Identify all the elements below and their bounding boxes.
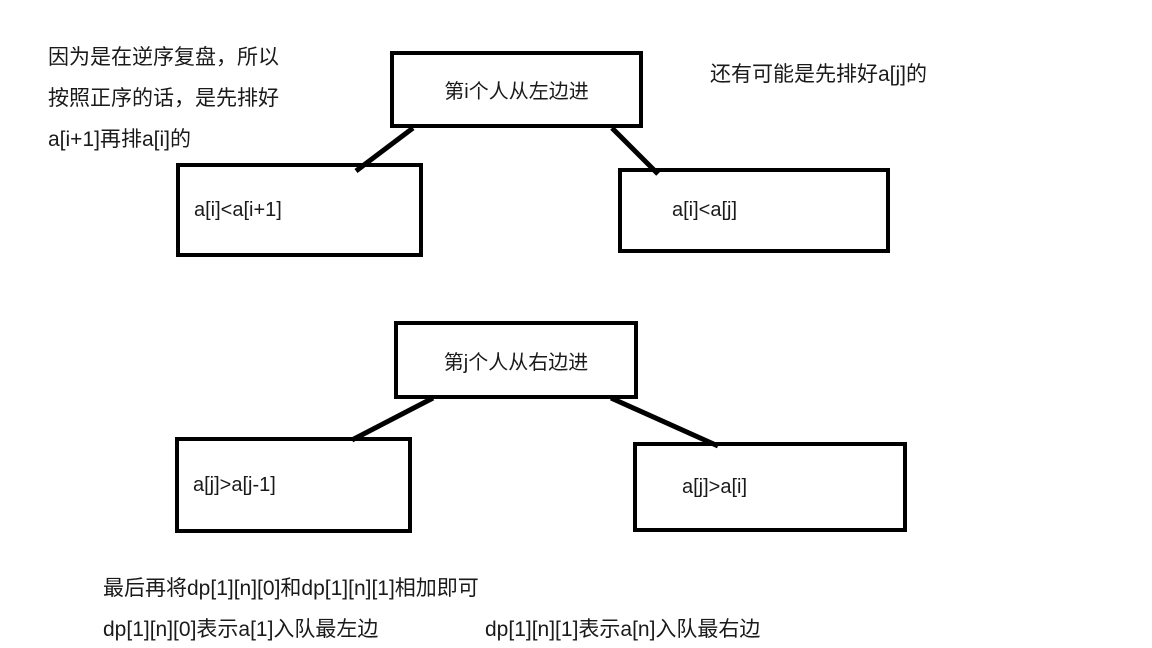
- connector-tree2-left: [350, 395, 435, 443]
- annotation-line: a[i+1]再排a[i]的: [48, 128, 191, 151]
- node-tree2-root: 第j个人从右边进: [394, 321, 638, 399]
- annotation-line: 按照正序的话，是先排好: [48, 87, 279, 110]
- annotation-top-right: 还有可能是先排好a[j]的: [710, 63, 928, 86]
- node-label: a[i]<a[j]: [672, 199, 738, 221]
- node-tree2-left-child: a[j]>a[j-1]: [175, 437, 412, 533]
- node-tree1-left-child: a[i]<a[i+1]: [176, 163, 423, 257]
- annotation-dp-left-meaning: dp[1][n][0]表示a[1]入队最左边: [103, 618, 379, 641]
- annotation-line: 因为是在逆序复盘，所以: [48, 46, 279, 69]
- node-label: 第j个人从右边进: [443, 351, 589, 374]
- node-label: a[j]>a[i]: [682, 475, 748, 498]
- connector-tree2-right: [609, 395, 720, 449]
- node-tree1-root: 第i个人从左边进: [390, 51, 643, 128]
- node-label: 第i个人从左边进: [444, 81, 589, 103]
- node-label: a[i]<a[i+1]: [194, 198, 282, 221]
- annotation-top-left: 因为是在逆序复盘，所以 按照正序的话，是先排好 a[i+1]再排a[i]的: [48, 37, 279, 160]
- annotation-bottom-summary: 最后再将dp[1][n][0]和dp[1][n][1]相加即可: [103, 577, 479, 600]
- annotation-dp-right-meaning: dp[1][n][1]表示a[n]入队最右边: [485, 618, 761, 641]
- node-label: a[j]>a[j-1]: [193, 473, 276, 496]
- node-tree2-right-child: a[j]>a[i]: [633, 442, 907, 532]
- node-tree1-right-child: a[i]<a[j]: [618, 168, 890, 253]
